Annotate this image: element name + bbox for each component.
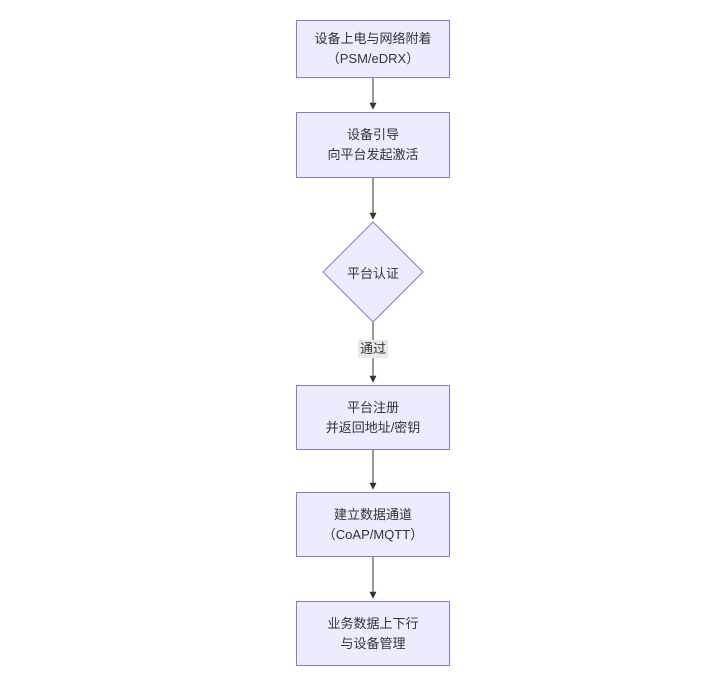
node-label-line: 业务数据上下行	[327, 615, 419, 631]
edge-label-pass: 通过	[357, 340, 389, 358]
node-label-line: 向平台发起激活	[327, 147, 419, 162]
node-power-network-attach: 设备上电与网络附着 （PSM/eDRX）	[296, 20, 450, 78]
node-label-line: （CoAP/MQTT）	[322, 526, 424, 542]
node-label-line: 建立数据通道	[333, 506, 412, 522]
node-device-bootstrap: 设备引导 向平台发起激活	[296, 112, 450, 178]
node-data-channel: 建立数据通道 （CoAP/MQTT）	[296, 492, 450, 557]
node-business-data: 业务数据上下行 与设备管理	[296, 601, 450, 666]
node-platform-register: 平台注册 并返回地址/密钥	[296, 385, 450, 450]
node-label-line: 并返回地址/密钥	[325, 419, 421, 435]
decision-platform-auth-shape	[322, 221, 424, 323]
node-label-line: 设备引导	[346, 127, 399, 142]
node-label-line: （PSM/eDRX）	[326, 51, 420, 66]
node-label-line: 平台注册	[346, 399, 399, 415]
node-label-line: 与设备管理	[340, 635, 406, 651]
node-label-line: 设备上电与网络附着	[314, 31, 432, 46]
